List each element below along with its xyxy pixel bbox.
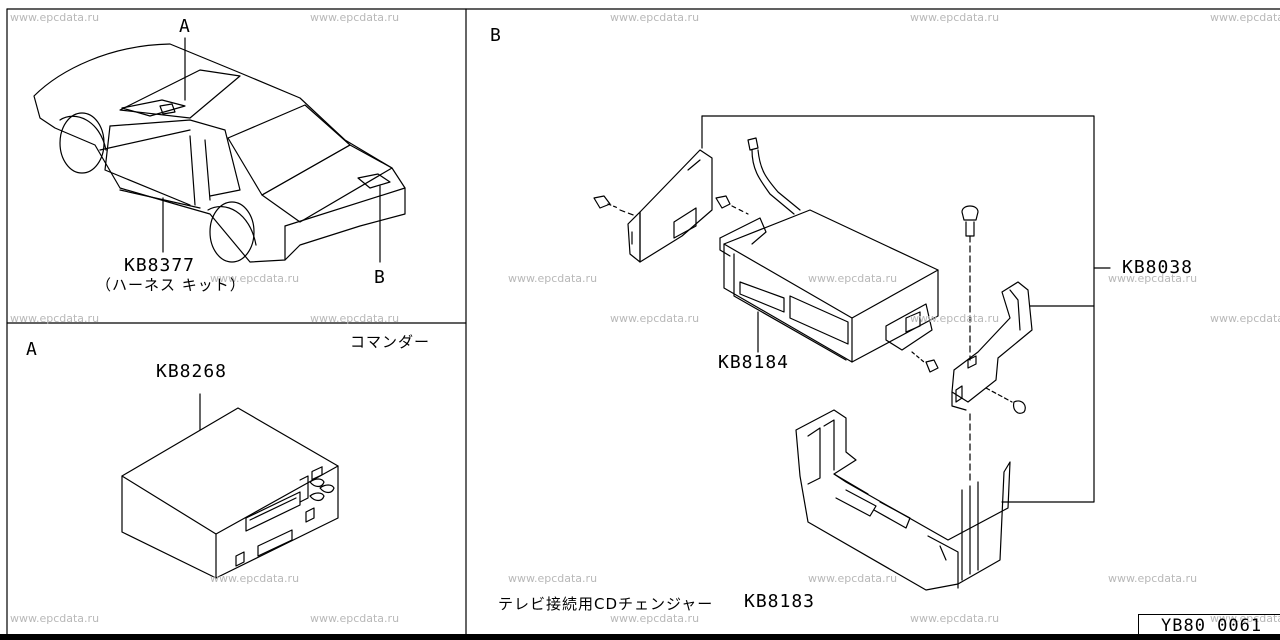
detail-b-panel-label: B: [490, 25, 502, 46]
bracket-kit-leader: [701, 115, 1111, 503]
watermark: www.epcdata.ru: [1210, 11, 1280, 24]
commander-unit-drawing: [121, 393, 339, 579]
cd-changer-unit-drawing: [719, 209, 939, 373]
watermark: www.epcdata.ru: [310, 11, 400, 24]
callout-b-label: B: [374, 267, 386, 288]
lower-mount-tray: [795, 409, 1011, 591]
left-mount-bracket: [593, 149, 749, 263]
harness-kit-part-number: KB8377: [124, 255, 196, 276]
watermark: www.epcdata.ru: [508, 272, 598, 285]
frame-borders: [6, 8, 1280, 635]
watermark: www.epcdata.ru: [10, 312, 100, 325]
watermark: www.epcdata.ru: [1210, 612, 1280, 625]
watermark: www.epcdata.ru: [508, 572, 598, 585]
vehicle-leader-lines: [162, 37, 381, 263]
assembly-part-number: KB8183: [744, 591, 816, 612]
right-mount-bracket: [951, 205, 1033, 483]
watermark: www.epcdata.ru: [1108, 272, 1198, 285]
vehicle-illustration: [33, 43, 406, 263]
watermark: www.epcdata.ru: [910, 612, 1000, 625]
watermark: www.epcdata.ru: [210, 272, 300, 285]
callout-a-label: A: [179, 16, 191, 37]
bracket-kit-part-number: KB8038: [1122, 257, 1194, 278]
detail-a-panel-label: A: [26, 339, 38, 360]
assembly-description: テレビ接続用CDチェンジャー: [498, 595, 714, 613]
commander-part-number: KB8268: [156, 361, 228, 382]
watermark: www.epcdata.ru: [1108, 572, 1198, 585]
watermark: www.epcdata.ru: [10, 612, 100, 625]
commander-title: コマンダー: [350, 333, 431, 351]
watermark: www.epcdata.ru: [610, 612, 700, 625]
watermark: www.epcdata.ru: [910, 312, 1000, 325]
cd-changer-part-number: KB8184: [718, 352, 790, 373]
watermark: www.epcdata.ru: [808, 272, 898, 285]
watermark: www.epcdata.ru: [210, 572, 300, 585]
watermark: www.epcdata.ru: [610, 11, 700, 24]
watermark: www.epcdata.ru: [910, 11, 1000, 24]
watermark: www.epcdata.ru: [1210, 312, 1280, 325]
watermark: www.epcdata.ru: [310, 612, 400, 625]
watermark: www.epcdata.ru: [10, 11, 100, 24]
watermark: www.epcdata.ru: [310, 312, 400, 325]
changer-cable: [747, 137, 801, 215]
harness-kit-description: （ハーネス キット）: [96, 276, 246, 294]
watermark: www.epcdata.ru: [808, 572, 898, 585]
drawing-code: YB80 0061: [1138, 614, 1280, 636]
watermark: www.epcdata.ru: [610, 312, 700, 325]
bottom-border: [0, 634, 1280, 640]
